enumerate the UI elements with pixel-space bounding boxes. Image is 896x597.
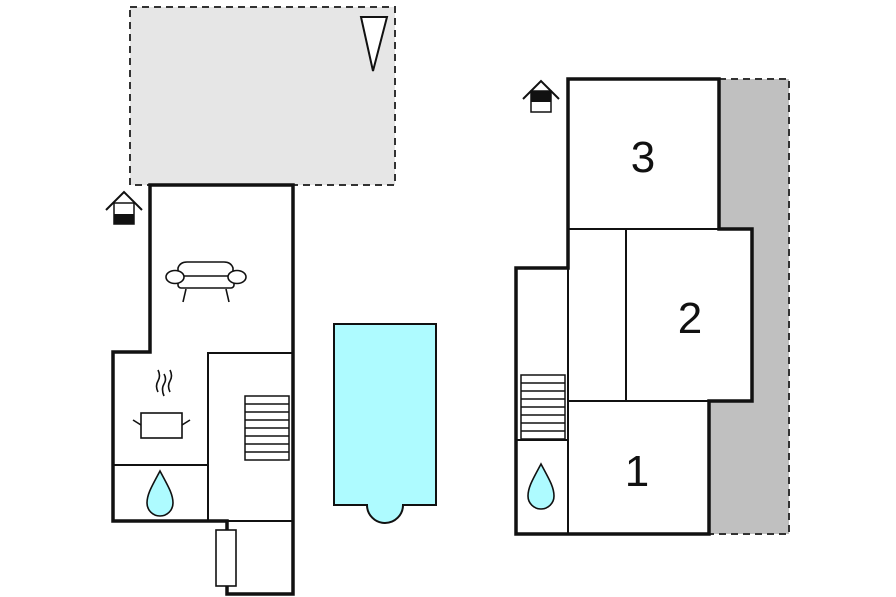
terrace-area: [129, 6, 396, 186]
stairs-icon: [520, 374, 566, 440]
sofa-icon: [165, 261, 247, 303]
cooking-pot-icon: [132, 369, 191, 439]
pool-icon: [333, 323, 437, 524]
room-1-label: 1: [625, 447, 649, 496]
ground-floor-outline: [111, 183, 295, 596]
water-drop-icon: [527, 462, 555, 510]
north-arrow-icon: [359, 16, 389, 72]
house-floor-icon: [522, 79, 560, 113]
house-floor-icon: [105, 190, 143, 225]
bathtub-icon: [215, 529, 237, 587]
ground-floor-interior-walls: [113, 352, 293, 522]
room-2-label: 2: [678, 294, 702, 343]
upper-floor-interior-walls: [516, 228, 719, 534]
stairs-icon: [244, 395, 290, 461]
water-drop-icon: [146, 469, 174, 517]
room-3-label: 3: [631, 133, 655, 182]
